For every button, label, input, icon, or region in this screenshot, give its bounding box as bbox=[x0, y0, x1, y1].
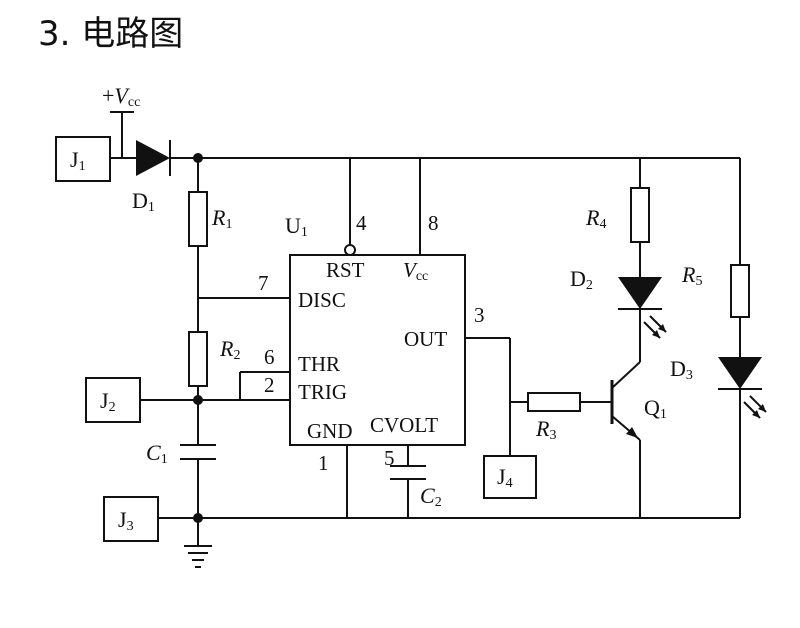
svg-text:D2: D2 bbox=[570, 266, 593, 293]
pin-number-7: 7 bbox=[258, 271, 269, 295]
chip-u1: U1 RST Vcc DISC THR TRIG OUT GND CVOLT 4… bbox=[258, 211, 485, 475]
svg-text:+Vcc: +Vcc bbox=[102, 83, 140, 110]
resistor-r4: R4 bbox=[585, 187, 650, 243]
svg-text:R2: R2 bbox=[219, 336, 240, 363]
resistor-r3: R3 bbox=[527, 392, 581, 443]
pin-number-3: 3 bbox=[474, 303, 485, 327]
svg-text:R1: R1 bbox=[211, 205, 232, 232]
resistor-r5: R5 bbox=[681, 262, 750, 318]
transistor-q1: Q1 bbox=[610, 361, 667, 441]
pin-thr: THR bbox=[298, 352, 340, 376]
svg-text:J2: J2 bbox=[100, 388, 116, 415]
jack-j2: J2 bbox=[85, 377, 141, 423]
svg-text:C1: C1 bbox=[146, 440, 168, 467]
svg-text:R4: R4 bbox=[585, 205, 606, 232]
svg-text:R5: R5 bbox=[681, 262, 702, 289]
svg-text:J1: J1 bbox=[70, 147, 86, 174]
capacitor-c2: C2 bbox=[390, 465, 442, 510]
page-title: 3. 电路图 bbox=[38, 14, 184, 54]
junction-dots bbox=[193, 153, 203, 523]
resistor-r1: R1 bbox=[188, 191, 232, 247]
diode-d1: D1 bbox=[132, 140, 171, 215]
pin-number-5: 5 bbox=[384, 446, 395, 470]
pin-disc: DISC bbox=[298, 288, 346, 312]
svg-text:J3: J3 bbox=[118, 507, 134, 534]
wires bbox=[110, 111, 741, 540]
jack-j1: J1 bbox=[55, 136, 111, 182]
svg-text:D3: D3 bbox=[670, 356, 693, 383]
pin-rst: RST bbox=[326, 258, 365, 282]
ground-icon bbox=[184, 540, 212, 568]
svg-text:D1: D1 bbox=[132, 188, 155, 215]
svg-text:R3: R3 bbox=[535, 416, 556, 443]
pin-number-1: 1 bbox=[318, 451, 329, 475]
pin-gnd: GND bbox=[307, 419, 353, 443]
pin-cvolt: CVOLT bbox=[370, 413, 438, 437]
jack-j3: J3 bbox=[103, 496, 159, 542]
pin-out: OUT bbox=[404, 327, 447, 351]
led-d3: D3 bbox=[670, 356, 767, 419]
svg-text:J4: J4 bbox=[497, 464, 513, 491]
svg-text:C2: C2 bbox=[420, 483, 442, 510]
svg-text:U1: U1 bbox=[285, 213, 308, 240]
capacitor-c1: C1 bbox=[146, 440, 216, 467]
pin-number-2: 2 bbox=[264, 373, 275, 397]
jack-j4: J4 bbox=[483, 455, 537, 499]
vcc-label: +Vcc bbox=[102, 83, 140, 110]
pin-number-6: 6 bbox=[264, 345, 275, 369]
svg-text:Q1: Q1 bbox=[644, 395, 667, 422]
pin-vcc: Vcc bbox=[403, 258, 428, 284]
resistor-r2: R2 bbox=[188, 331, 240, 387]
led-d2: D2 bbox=[570, 266, 667, 339]
pin-trig: TRIG bbox=[298, 380, 347, 404]
pin-number-8: 8 bbox=[428, 211, 439, 235]
pin-number-4: 4 bbox=[356, 211, 367, 235]
